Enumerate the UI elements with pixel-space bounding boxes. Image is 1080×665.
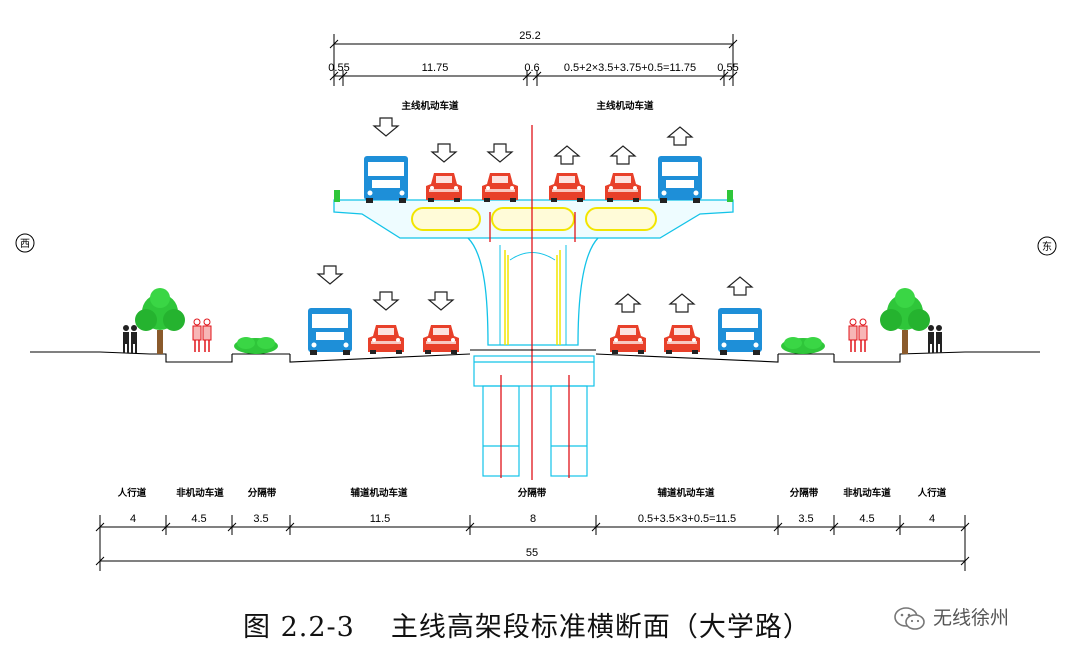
west-marker-label: 西 — [20, 239, 30, 250]
deck-arrow-up — [610, 145, 636, 165]
ground-car — [423, 325, 459, 354]
watermark-text: 无线徐州 — [933, 607, 1010, 629]
tree-east — [880, 288, 930, 354]
ground-arrow-down — [317, 265, 343, 285]
deck-arrow-down — [431, 143, 457, 163]
deck-arrow-up — [667, 126, 693, 146]
ground-lane-labels: 人行道 非机动车道 分隔带 辅道机动车道 分隔带 辅道机动车道 分隔带 非机动车… — [118, 487, 947, 499]
ground-vehicles — [308, 265, 762, 355]
ground-arrow-up — [615, 293, 641, 313]
lane-label: 分隔带 — [248, 487, 277, 499]
segment-width-label: 8 — [530, 513, 536, 525]
figure-title: 主线高架段标准横断面（大学路） — [390, 612, 811, 643]
deck-car — [549, 173, 585, 202]
segment-width-label: 4.5 — [191, 513, 206, 525]
median-width-label: 0.6 — [524, 62, 539, 74]
figure-number: 图 2.2-3 — [243, 612, 355, 643]
pedestrian — [936, 325, 942, 353]
ground-car — [368, 325, 404, 354]
cyclist — [202, 318, 212, 353]
bottom-dimension-values: 4 4.5 3.5 11.5 8 0.5+3.5×3+0.5=11.5 3.5 … — [130, 513, 935, 559]
ground-surface — [30, 349, 1040, 363]
cyclist — [858, 318, 868, 353]
box-girder-cells — [411, 207, 657, 231]
segment-width-label: 3.5 — [253, 513, 268, 525]
shrub-west — [234, 337, 278, 354]
segment-width-label: 4 — [929, 513, 935, 525]
left-deck-width-label: 11.75 — [422, 62, 449, 74]
east-marker: 东 — [1037, 236, 1057, 256]
segment-width-label: 0.5+3.5×3+0.5=11.5 — [638, 513, 736, 525]
deck-lane-label-right: 主线机动车道 — [596, 100, 654, 112]
elevated-deck — [333, 190, 734, 239]
deck-bus-west — [364, 156, 408, 203]
watermark: 无线徐州 — [893, 603, 1009, 632]
lane-label: 人行道 — [118, 487, 147, 499]
ground-arrow-up — [727, 276, 753, 296]
red-reference-lines — [489, 125, 576, 480]
segment-width-label: 3.5 — [798, 513, 813, 525]
pedestrian — [928, 325, 934, 353]
lane-label: 辅道机动车道 — [350, 487, 408, 499]
west-marker: 西 — [15, 233, 35, 253]
total-width-bottom-label: 55 — [526, 547, 538, 559]
segment-width-label: 4.5 — [859, 513, 874, 525]
deck-car — [605, 173, 641, 202]
deck-vehicles — [364, 117, 702, 203]
lane-label: 人行道 — [918, 487, 947, 499]
wechat-icon — [894, 606, 925, 630]
ground-car — [610, 325, 646, 354]
ground-arrow-down — [428, 291, 454, 311]
cyclist — [848, 318, 858, 353]
ground-arrow-up — [669, 293, 695, 313]
deck-lane-label-left: 主线机动车道 — [401, 100, 459, 112]
lane-label: 辅道机动车道 — [657, 487, 715, 499]
pile-cap-and-piles — [473, 355, 595, 477]
deck-arrow-down — [487, 143, 513, 163]
deck-arrow-down — [373, 117, 399, 137]
right-deck-width-label: 0.5+2×3.5+3.75+0.5=11.75 — [564, 62, 696, 74]
total-width-top-label: 25.2 — [519, 30, 540, 42]
pier-column — [467, 237, 599, 346]
pedestrian — [123, 325, 129, 353]
deck-bus-east — [658, 156, 702, 203]
deck-arrow-up — [554, 145, 580, 165]
left-edge-width-label: 0.55 — [328, 62, 349, 74]
pedestrian — [131, 325, 137, 353]
deck-car — [426, 173, 462, 202]
lane-label: 非机动车道 — [176, 487, 224, 499]
deck-car — [482, 173, 518, 202]
ground-bus-west — [308, 308, 352, 355]
lane-label: 分隔带 — [790, 487, 819, 499]
lane-label: 分隔带 — [518, 487, 547, 499]
figure-caption: 图 2.2-3 主线高架段标准横断面（大学路） — [243, 605, 811, 644]
ground-bus-east — [718, 308, 762, 355]
shrub-east — [781, 337, 825, 354]
segment-width-label: 11.5 — [370, 513, 391, 525]
cyclist — [192, 318, 202, 353]
east-marker-label: 东 — [1042, 240, 1052, 253]
ground-car — [664, 325, 700, 354]
lane-label: 非机动车道 — [843, 487, 891, 499]
top-dimension-lines — [329, 34, 738, 86]
ground-arrow-down — [373, 291, 399, 311]
tree-west — [135, 288, 185, 354]
segment-width-label: 4 — [130, 513, 136, 525]
right-edge-width-label: 0.55 — [717, 62, 738, 74]
bottom-dimension-lines — [95, 515, 970, 571]
